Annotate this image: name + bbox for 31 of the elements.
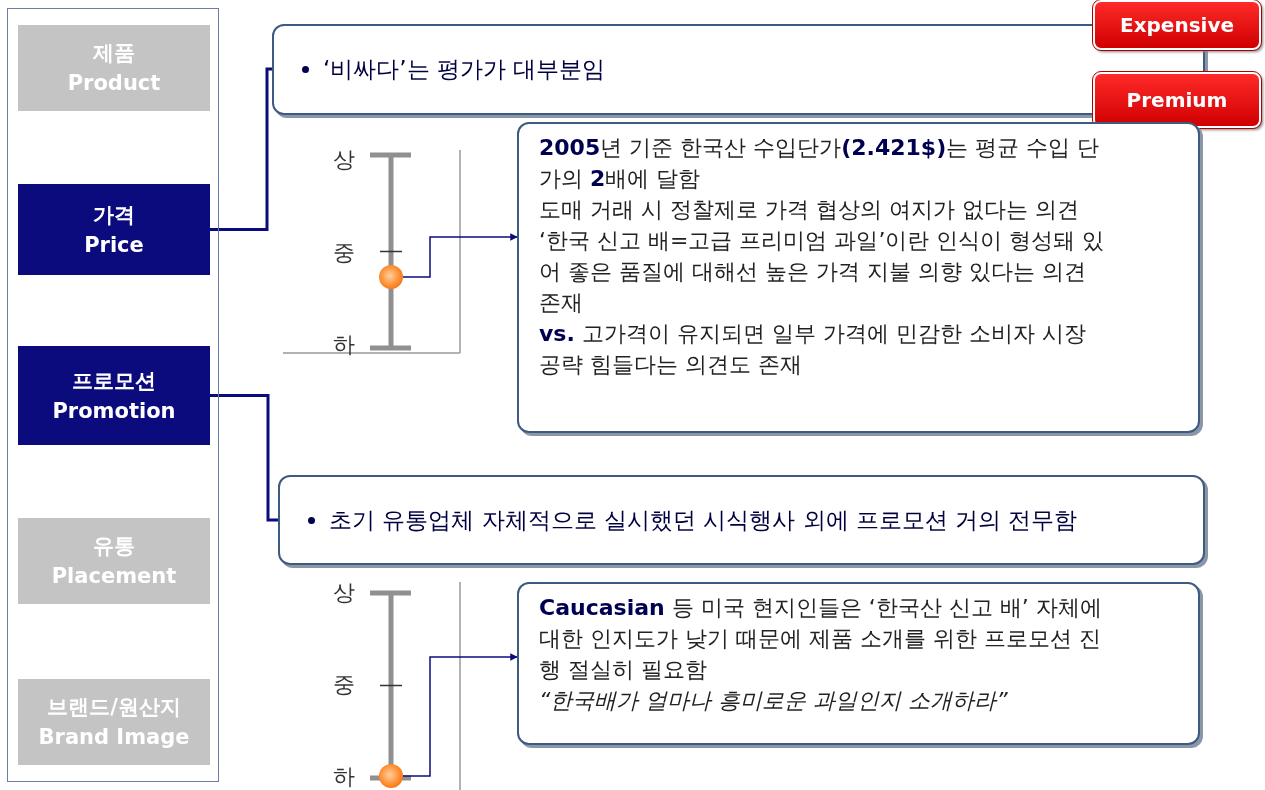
arrow [402, 653, 518, 777]
detail-text: Caucasian 등 미국 현지인들은 ‘한국산 신고 배’ 자체에 대한 인지도가 낮기 때문에 제품 소개를 위한 프로모션 진행 절실히 필요함 [539, 594, 1103, 684]
detail-box [517, 582, 1200, 745]
scale-label: 하 [333, 331, 355, 359]
category-box: 제품 Product [18, 25, 210, 111]
detail-text: 2005년 기준 한국산 수입단가(2.421$)는 평균 수입 단가의 2배에 달함 [539, 134, 1101, 193]
summary-text: 초기 유통업체 자체적으로 실시했던 시식행사 외에 프로모션 거의 전무함 [329, 505, 1078, 535]
scale-label: 상 [333, 146, 355, 174]
tag-badge: Premium [1093, 72, 1261, 128]
category-box: 브랜드/원산지 Brand Image [18, 679, 210, 765]
summary-box [278, 475, 1205, 565]
connector-line [210, 394, 278, 522]
detail-text: 도매 거래 시 정찰제로 가격 협상의 여지가 없다는 의견 [539, 196, 1080, 224]
detail-text: vs. 고가격이 유지되면 일부 가격에 민감한 소비자 시장 공략 힘들다는 의견도 존재 [539, 320, 1087, 379]
detail-text: “한국배가 얼마나 흥미로운 과일인지 소개하라” [539, 687, 1009, 715]
rating-dot [379, 764, 403, 788]
sidebar-panel [7, 8, 219, 782]
scale-label: 중 [333, 239, 355, 267]
scale-label: 상 [333, 579, 355, 607]
scale-label: 중 [333, 671, 355, 699]
detail-text: ‘한국 신고 배=고급 프리미엄 과일’이란 인식이 형성돼 있어 좋은 품질에 대해선 높은 가격 지불 의향 있다는 의견 존재 [539, 227, 1106, 317]
summary-text: ‘비싸다’는 평가가 대부분임 [323, 55, 606, 84]
category-box: 유통 Placement [18, 518, 210, 604]
category-box: 프로모션 Promotion [18, 346, 210, 445]
scale-label: 하 [333, 763, 355, 790]
category-box: 가격 Price [18, 184, 210, 275]
tag-badge: Expensive [1093, 0, 1261, 50]
connector-line [210, 67, 272, 231]
rating-dot [379, 265, 403, 289]
detail-box [517, 122, 1200, 433]
arrow [402, 233, 518, 278]
